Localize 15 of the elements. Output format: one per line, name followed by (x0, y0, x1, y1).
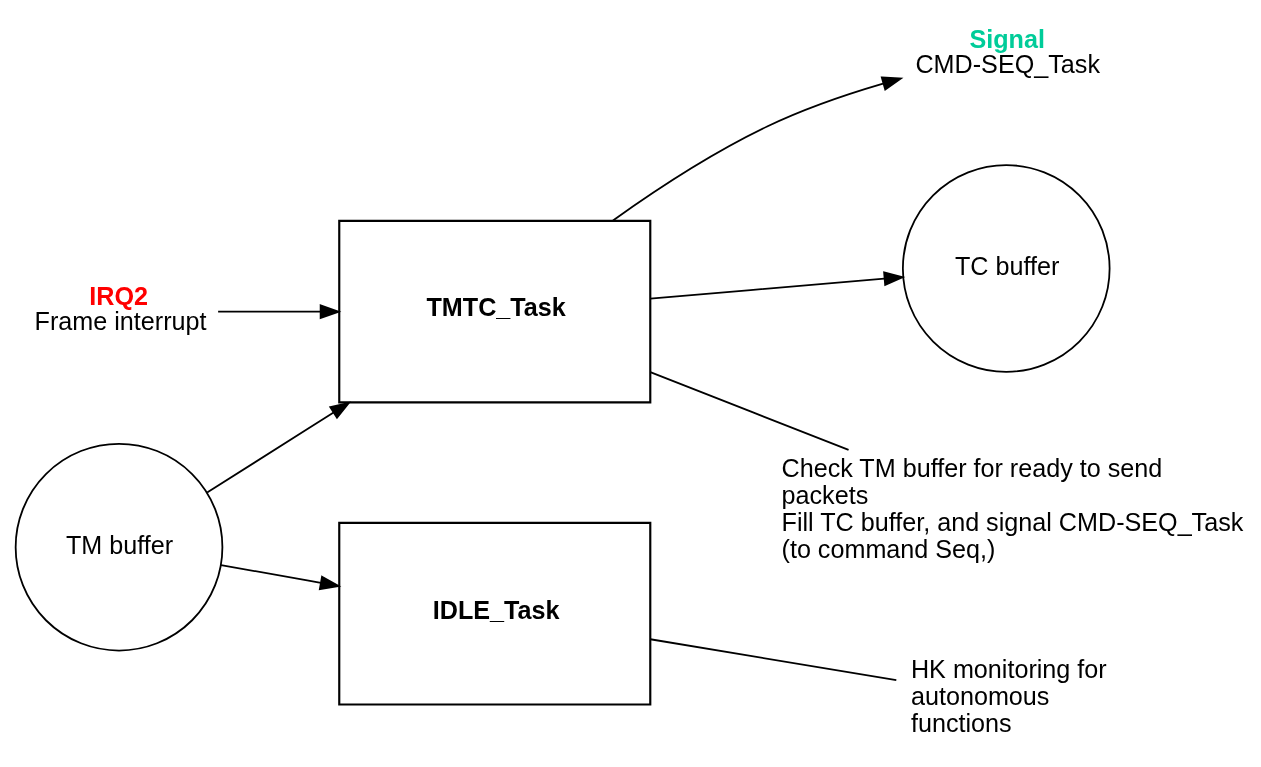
node-text: Check TM buffer for ready to send packets Fill TC buffer, and signal CMD-SEQ_Task (to command Seq,) (781, 453, 1244, 563)
arrow (649, 270, 906, 299)
node-circle: TC buffer (901, 163, 1111, 373)
node-box: TMTC_Task (338, 219, 652, 403)
connector (649, 370, 850, 451)
node-text: IRQ2 Frame interrupt (34, 281, 207, 335)
node-text: Signal CMD-SEQ_Task (915, 24, 1100, 78)
connector (649, 637, 898, 681)
arrow (612, 75, 904, 221)
node-circle: TM buffer (14, 442, 224, 651)
node-box: IDLE_Task (338, 521, 652, 706)
arrow (206, 400, 352, 493)
arrow (220, 563, 342, 590)
node-text: HK monitoring for autonomous functions (910, 654, 1107, 737)
arrow (217, 303, 342, 319)
